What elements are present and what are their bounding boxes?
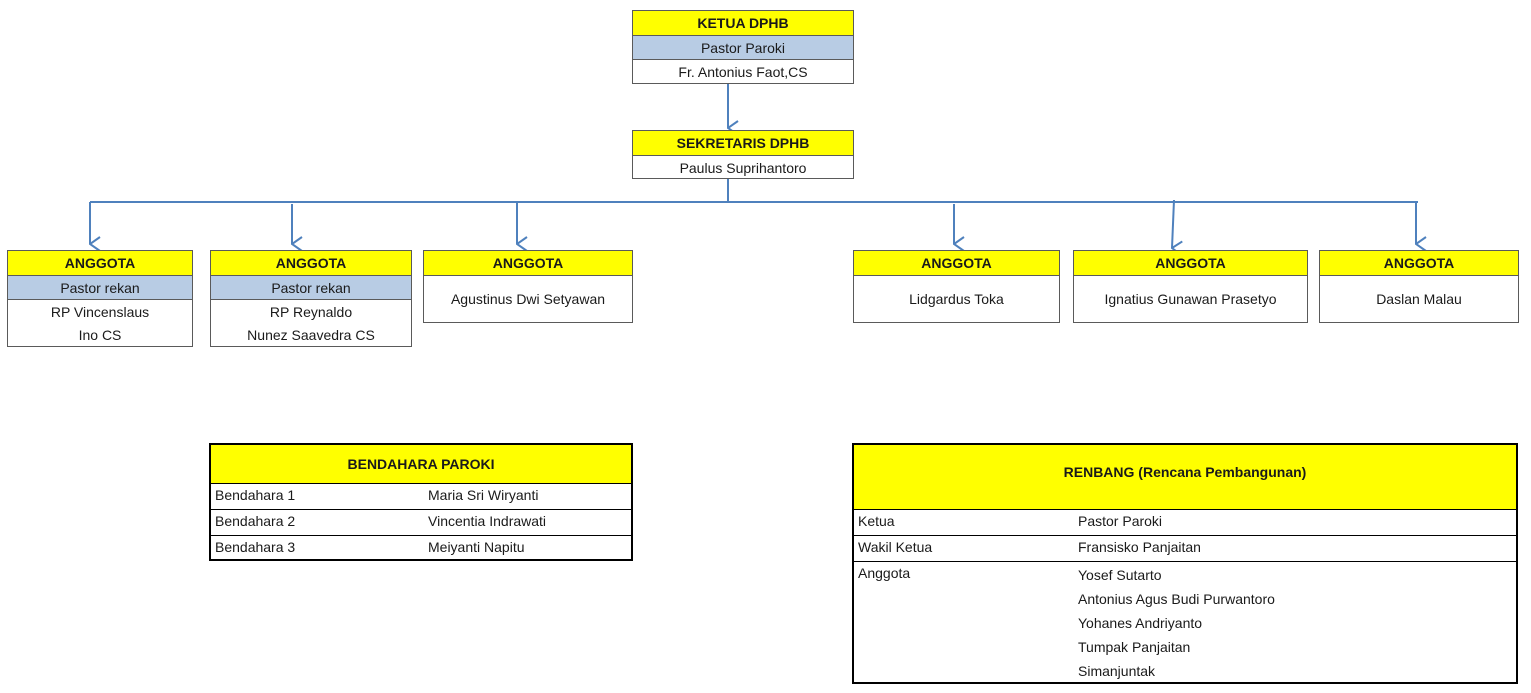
table-row: Bendahara 2 Vincentia Indrawati	[211, 509, 631, 535]
bendahara-table: BENDAHARA PAROKI Bendahara 1 Maria Sri W…	[209, 443, 633, 561]
bendahara-label: Bendahara 3	[215, 539, 296, 555]
anggota-name: Ignatius Gunawan Prasetyo	[1074, 275, 1307, 322]
anggota-name-line-1: RP Vincenslaus	[8, 299, 192, 323]
bendahara-name: Vincentia Indrawati	[428, 513, 547, 529]
bendahara-name: Maria Sri Wiryanti	[428, 487, 539, 503]
anggota-box-1: ANGGOTA Pastor rekan RP Vincenslaus Ino …	[7, 250, 193, 347]
anggota-box-2: ANGGOTA Pastor rekan RP Reynaldo Nunez S…	[210, 250, 412, 347]
list-item: Yohanes Andriyanto	[1078, 615, 1203, 631]
anggota-role: Pastor rekan	[8, 275, 192, 299]
sekretaris-name: Paulus Suprihantoro	[633, 155, 853, 179]
anggota-title: ANGGOTA	[854, 251, 1059, 275]
anggota-name-line-2: Nunez Saavedra CS	[247, 326, 375, 343]
table-row: Bendahara 3 Meiyanti Napitu	[211, 535, 631, 561]
table-row: Wakil Ketua Fransisko Panjaitan	[854, 535, 1516, 561]
anggota-box-3: ANGGOTA Agustinus Dwi Setyawan	[423, 250, 633, 323]
list-item: Yosef Sutarto	[1078, 567, 1162, 583]
anggota-box-6: ANGGOTA Daslan Malau	[1319, 250, 1519, 323]
list-item: Simanjuntak	[1078, 663, 1156, 679]
renbang-title: RENBANG (Rencana Pembangunan)	[854, 445, 1516, 509]
bendahara-name: Meiyanti Napitu	[428, 539, 525, 555]
renbang-name-wakil: Fransisko Panjaitan	[1078, 539, 1201, 555]
renbang-label-ketua: Ketua	[858, 513, 895, 529]
list-item: Antonius Agus Budi Purwantoro	[1078, 591, 1275, 607]
anggota-title: ANGGOTA	[424, 251, 632, 275]
arrow-anggota-5	[1172, 199, 1174, 248]
renbang-label-anggota: Anggota	[858, 565, 911, 581]
anggota-name-line-1: RP Reynaldo	[211, 299, 411, 323]
anggota-name: Lidgardus Toka	[854, 275, 1059, 322]
bendahara-label: Bendahara 2	[215, 513, 296, 529]
anggota-title: ANGGOTA	[8, 251, 192, 275]
anggota-role: Pastor rekan	[211, 275, 411, 299]
sekretaris-box: SEKRETARIS DPHB Paulus Suprihantoro	[632, 130, 854, 179]
ketua-role: Pastor Paroki	[633, 35, 853, 59]
anggota-name-line-2: Ino CS	[78, 326, 122, 343]
bendahara-title: BENDAHARA PAROKI	[211, 445, 631, 483]
ketua-name: Fr. Antonius Faot,CS	[633, 59, 853, 83]
ketua-box: KETUA DPHB Pastor Paroki Fr. Antonius Fa…	[632, 10, 854, 84]
renbang-name-ketua: Pastor Paroki	[1078, 513, 1163, 529]
anggota-title: ANGGOTA	[211, 251, 411, 275]
anggota-box-5: ANGGOTA Ignatius Gunawan Prasetyo	[1073, 250, 1308, 323]
table-row: Anggota Yosef Sutarto Antonius Agus Budi…	[854, 561, 1516, 683]
sekretaris-title: SEKRETARIS DPHB	[633, 131, 853, 155]
list-item: Tumpak Panjaitan	[1078, 639, 1191, 655]
renbang-table: RENBANG (Rencana Pembangunan) Ketua Past…	[852, 443, 1518, 684]
renbang-label-wakil: Wakil Ketua	[858, 539, 933, 555]
renbang-anggota-list: Yosef Sutarto Antonius Agus Budi Purwant…	[1078, 563, 1275, 683]
table-row: Bendahara 1 Maria Sri Wiryanti	[211, 483, 631, 509]
table-row: Ketua Pastor Paroki	[854, 509, 1516, 535]
anggota-box-4: ANGGOTA Lidgardus Toka	[853, 250, 1060, 323]
anggota-title: ANGGOTA	[1320, 251, 1518, 275]
ketua-title: KETUA DPHB	[633, 11, 853, 35]
anggota-name: Agustinus Dwi Setyawan	[424, 275, 632, 322]
anggota-title: ANGGOTA	[1074, 251, 1307, 275]
anggota-name: Daslan Malau	[1320, 275, 1518, 322]
bendahara-label: Bendahara 1	[215, 487, 296, 503]
